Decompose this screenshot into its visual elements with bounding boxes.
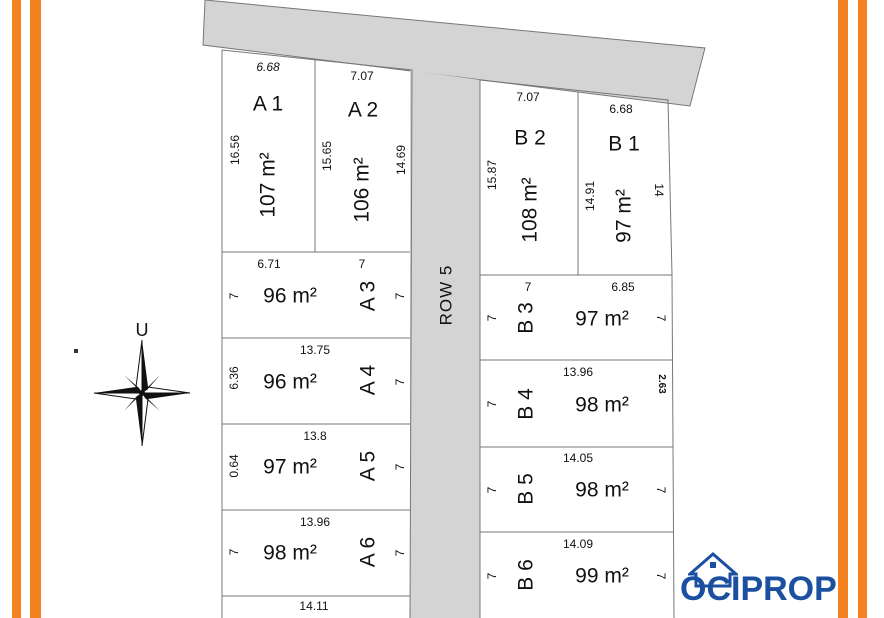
plot-b3-left-dim: 7	[485, 314, 499, 322]
plot-a2-right-dim: 14.69	[394, 144, 408, 176]
plot-a1-left-dim: 16.56	[228, 134, 242, 166]
plot-a3-top-left-dim: 6.71	[257, 257, 281, 271]
border-stripe-right-inner	[838, 0, 848, 618]
plot-b6-left-dim: 7	[485, 572, 499, 580]
plot-b3-right-dim: 7	[654, 314, 668, 322]
plot-a5-top-dim: 13.8	[303, 429, 327, 443]
plot-a7-top-dim: 14.11	[299, 599, 329, 613]
plot-b6-area: 99 m²	[575, 564, 629, 588]
plot-b5-name: B 5	[514, 473, 538, 505]
plot-b4-top-dim: 13.96	[562, 365, 594, 379]
compass-rose-icon	[93, 340, 191, 446]
plot-b3-top-left-dim: 7	[524, 280, 532, 294]
plot-b6-name: B 6	[514, 559, 538, 591]
small-marker	[74, 349, 78, 353]
plot-a5-right-dim: 7	[393, 463, 407, 471]
border-stripe-right-outer	[858, 0, 867, 618]
plot-b2-area: 108 m²	[518, 177, 542, 243]
plot-a6-right-dim: 7	[393, 549, 407, 557]
plot-b1-area: 97 m²	[612, 189, 636, 243]
plot-a2-left-dim: 15.65	[320, 140, 334, 172]
compass-north-label: U	[135, 320, 149, 340]
house-icon	[688, 552, 738, 588]
border-stripe-left-outer	[12, 0, 21, 618]
plot-a1-top-dim: 6.68	[256, 60, 280, 74]
plot-b3-top-right-dim: 6.85	[611, 280, 635, 294]
plot-a5-left-dim: 0.64	[227, 454, 241, 478]
plot-a3-right-dim: 7	[393, 292, 407, 300]
plot-a3-top-right-dim: 7	[358, 257, 366, 271]
border-stripe-left-inner	[30, 0, 41, 618]
plot-a4-left-dim: 6.36	[227, 366, 241, 390]
plot-a6-name: A 6	[356, 536, 380, 568]
plot-b2-left-dim: 15.87	[485, 159, 499, 191]
plot-a1-name: A 1	[252, 92, 284, 116]
plot-a4-top-dim: 13.75	[299, 343, 331, 357]
plot-b1-top-dim: 6.68	[609, 102, 633, 116]
plot-a2-name: A 2	[347, 98, 379, 122]
plot-b5-top-dim: 14.05	[562, 451, 594, 465]
plot-boundaries	[221, 49, 675, 618]
plot-a5-area: 97 m²	[263, 455, 317, 479]
plot-b3-area: 97 m²	[575, 307, 629, 331]
plot-a3-left-dim: 7	[227, 292, 241, 300]
plot-a4-name: A 4	[356, 364, 380, 396]
plot-b1-right-dim: 14	[652, 183, 666, 197]
road-vertical	[410, 70, 480, 618]
road-label: ROW 5	[436, 264, 456, 326]
plot-a6-area: 98 m²	[263, 541, 317, 565]
plot-b5-right-dim: 7	[654, 486, 668, 494]
plot-a2-area: 106 m²	[350, 157, 374, 223]
plot-b2-top-dim: 7.07	[516, 90, 540, 104]
brand-logo: OCIPROP	[680, 552, 880, 614]
plot-b1-name: B 1	[608, 132, 640, 156]
plot-b4-area: 98 m²	[575, 393, 629, 417]
plot-a5-name: A 5	[356, 450, 380, 482]
plot-a2-top-dim: 7.07	[350, 69, 374, 83]
plot-a3-name: A 3	[356, 280, 380, 312]
plot-b4-left-dim: 7	[485, 400, 499, 408]
plot-b3-name: B 3	[514, 302, 538, 334]
plot-b4-right-dim: 2.63	[656, 374, 667, 394]
road-horizontal	[202, 0, 706, 107]
plot-b5-left-dim: 7	[485, 486, 499, 494]
plot-a6-top-dim: 13.96	[299, 515, 331, 529]
plot-b2-name: B 2	[514, 126, 546, 150]
plot-a6-left-dim: 7	[227, 548, 241, 556]
plot-b1-left-dim: 14.91	[583, 180, 597, 212]
plot-a4-right-dim: 7	[393, 378, 407, 386]
plot-b6-right-dim: 7	[654, 572, 668, 580]
brand-logo-text: OCIPROP	[680, 570, 837, 608]
plot-a3-area: 96 m²	[263, 284, 317, 308]
plot-b6-top-dim: 14.09	[562, 537, 594, 551]
plot-a4-area: 96 m²	[263, 370, 317, 394]
plot-a1-area: 107 m²	[256, 152, 280, 218]
plot-b5-area: 98 m²	[575, 478, 629, 502]
plot-b4-name: B 4	[514, 388, 538, 420]
